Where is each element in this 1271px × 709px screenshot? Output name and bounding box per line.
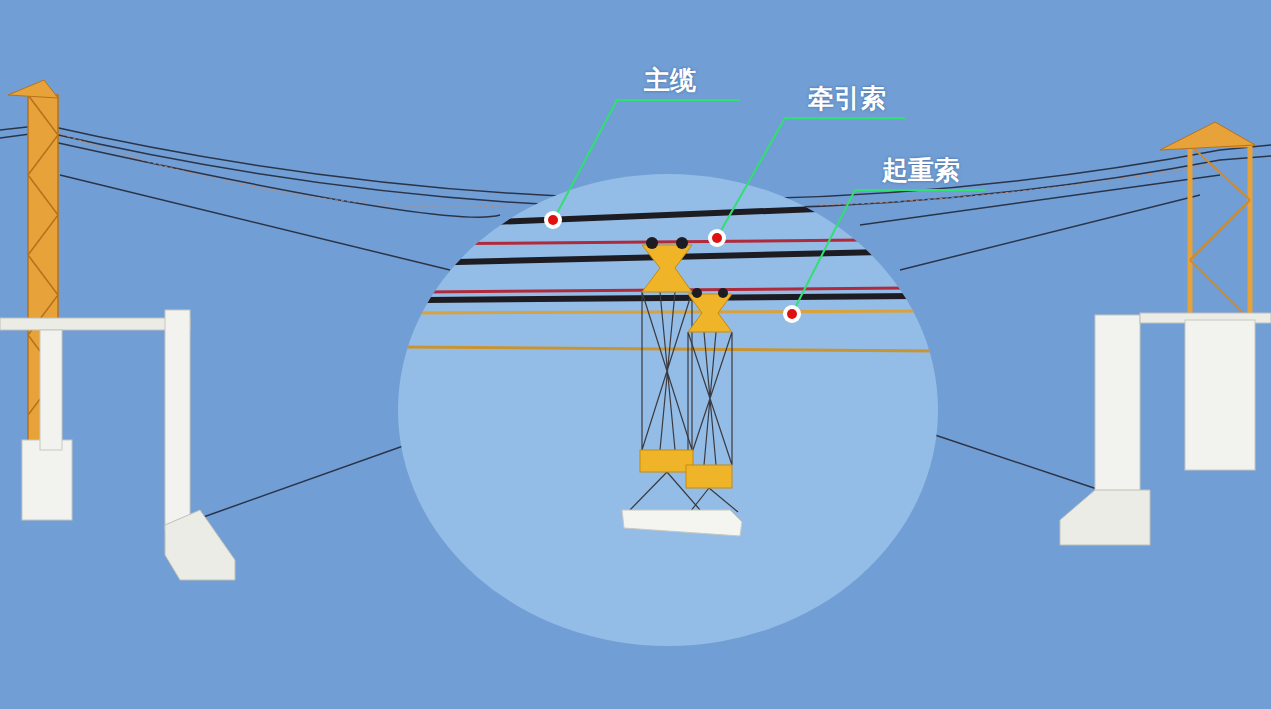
carrier-cable (820, 165, 1210, 205)
carrier-cable (50, 130, 520, 207)
left-tower (0, 80, 235, 580)
right-tower (1060, 122, 1271, 545)
callout-label: 牵引索 (808, 84, 886, 113)
trolley (622, 237, 742, 536)
callout-label: 主缆 (644, 66, 696, 95)
cables-detail (395, 204, 940, 351)
magnifier (398, 174, 938, 646)
leader-lines (555, 100, 985, 310)
leader-dots (544, 211, 801, 323)
callout-label: 起重索 (882, 156, 960, 185)
